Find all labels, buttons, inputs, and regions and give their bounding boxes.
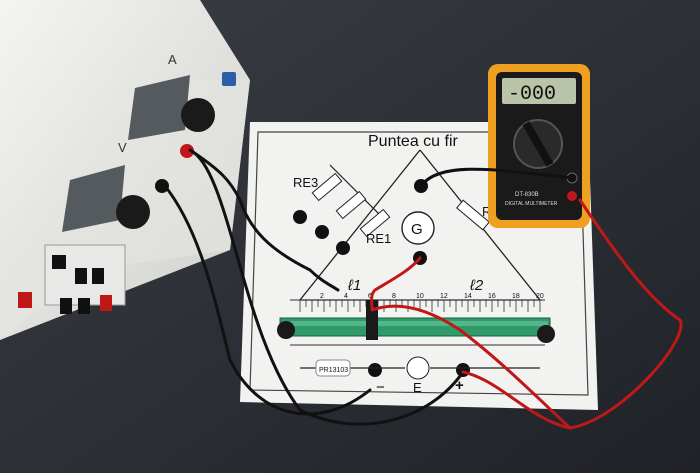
label-l1: ℓ1 <box>347 277 361 294</box>
red-switch[interactable] <box>18 292 32 308</box>
socket-3[interactable] <box>336 241 350 255</box>
ruler-tick-label: 18 <box>512 293 520 300</box>
ruler-end-left[interactable] <box>277 321 295 339</box>
resistor-tag-text: PR13103 <box>319 367 348 374</box>
ruler-ticks: 2 4 6 8 10 12 14 16 18 20 <box>299 293 544 312</box>
black-wire-supply <box>188 148 340 292</box>
voltmeter-window <box>62 165 125 232</box>
red-wire-plus <box>461 370 572 430</box>
resistor-re1 <box>359 208 391 238</box>
resistor-re3 <box>311 172 343 202</box>
label-re1: RE1 <box>366 231 391 246</box>
switch-3[interactable] <box>92 268 104 284</box>
ruler-tick-label: 20 <box>536 293 544 300</box>
ruler-tick-label: 6 <box>368 293 372 300</box>
socket-plus[interactable] <box>456 363 470 377</box>
black-wire-minus <box>163 184 372 416</box>
source-symbol <box>406 356 430 380</box>
ruler-tick-label: 10 <box>416 293 424 300</box>
probe-jack-v[interactable] <box>567 191 577 201</box>
multimeter-model: DT-830B <box>515 192 539 198</box>
label-v: V <box>118 140 127 155</box>
ruler-end-right[interactable] <box>537 325 555 343</box>
ruler-tick-label: 4 <box>344 293 348 300</box>
label-plus: + <box>455 377 464 394</box>
wires <box>163 148 683 430</box>
label-e: E <box>413 380 422 395</box>
red-switch-2[interactable] <box>100 295 112 311</box>
lcd-reading: -000 <box>508 83 556 106</box>
label-l2: ℓ2 <box>469 277 484 294</box>
ammeter-window <box>128 75 190 140</box>
red-wire-galvo <box>370 256 422 310</box>
voltage-knob[interactable] <box>116 195 150 229</box>
multimeter: -000 DT-830B DIGITAL MULTIMETER <box>488 64 590 228</box>
blue-button[interactable] <box>222 72 236 86</box>
socket-minus[interactable] <box>368 363 382 377</box>
multimeter-brand: DIGITAL MULTIMETER <box>505 201 558 207</box>
socket-2[interactable] <box>315 225 329 239</box>
label-a: A <box>168 52 177 67</box>
label-minus: − <box>376 379 385 396</box>
ruler-tick-label: 16 <box>488 293 496 300</box>
slide-wire-ruler: 2 4 6 8 10 12 14 16 18 20 <box>277 293 555 346</box>
resistor-r <box>456 199 490 231</box>
red-terminal[interactable] <box>180 144 194 158</box>
lcd-screen <box>502 78 576 104</box>
board-title: Puntea cu fir <box>368 133 459 150</box>
black-terminal[interactable] <box>155 179 169 193</box>
galvanometer-symbol <box>401 211 435 245</box>
socket-1[interactable] <box>293 210 307 224</box>
switch-4[interactable] <box>60 298 72 314</box>
ruler-strip <box>279 317 551 337</box>
resistor-re2 <box>335 190 367 220</box>
label-r: R <box>482 204 491 219</box>
red-wire-meter <box>370 198 683 430</box>
current-knob[interactable] <box>181 98 215 132</box>
resistor-tag <box>315 359 351 377</box>
ruler-tick-label: 14 <box>464 293 472 300</box>
label-re3: RE3 <box>293 175 318 190</box>
ruler-tick-label: 12 <box>440 293 448 300</box>
black-wire-meter <box>419 167 574 188</box>
ruler-tick-label: 2 <box>320 293 324 300</box>
power-supply: A V <box>0 0 250 340</box>
switch-1[interactable] <box>52 255 66 269</box>
label-g: G <box>411 221 423 238</box>
ruler-tick-label: 8 <box>392 293 396 300</box>
switch-5[interactable] <box>78 298 90 314</box>
switch-2[interactable] <box>75 268 87 284</box>
black-wire-plus <box>188 148 465 426</box>
